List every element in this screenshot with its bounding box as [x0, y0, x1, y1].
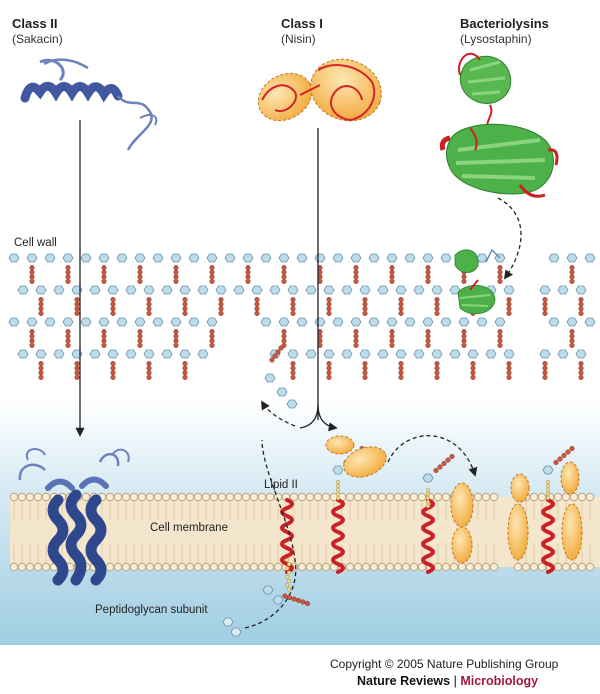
journal-section: Microbiology	[460, 674, 539, 688]
journal-name: Nature Reviews	[357, 674, 451, 688]
bacteriolysins-subtitle: (Lysostaphin)	[460, 32, 532, 46]
lysostaphin-protein	[439, 52, 559, 198]
class-i-subtitle: (Nisin)	[281, 32, 316, 46]
class-i-title: Class I	[281, 16, 323, 31]
cell-wall	[8, 253, 596, 380]
sakacin-pore	[18, 448, 130, 586]
journal-credit: Nature Reviews | Microbiology	[357, 674, 538, 688]
lipid-ii-release-arrow	[261, 400, 296, 427]
sakacin-peptide	[20, 58, 158, 151]
nisin-arrow-right-branch	[317, 404, 338, 432]
bacteriolysins-title: Bacteriolysins	[460, 16, 549, 31]
nisin-peptide	[257, 58, 382, 122]
peptidoglycan-cycle-arrow	[244, 439, 297, 629]
peptidoglycan-subunit-label: Peptidoglycan subunit	[95, 604, 208, 616]
cell-membrane-label: Cell membrane	[150, 522, 228, 534]
peptidoglycan-subunit-chain	[222, 345, 311, 637]
pore-formation-arrow	[387, 435, 478, 477]
cell-wall-label: Cell wall	[14, 237, 57, 249]
lysostaphin-on-wall	[454, 248, 501, 315]
nisin-complexes	[325, 435, 583, 564]
class-ii-title: Class II	[12, 16, 58, 31]
lysostaphin-arrow	[497, 197, 522, 280]
copyright-text: Copyright © 2005 Nature Publishing Group	[330, 657, 559, 671]
class-ii-subtitle: (Sakacin)	[12, 32, 63, 46]
lipid-ii-label: Lipid II	[264, 479, 298, 491]
journal-separator: |	[453, 674, 457, 688]
